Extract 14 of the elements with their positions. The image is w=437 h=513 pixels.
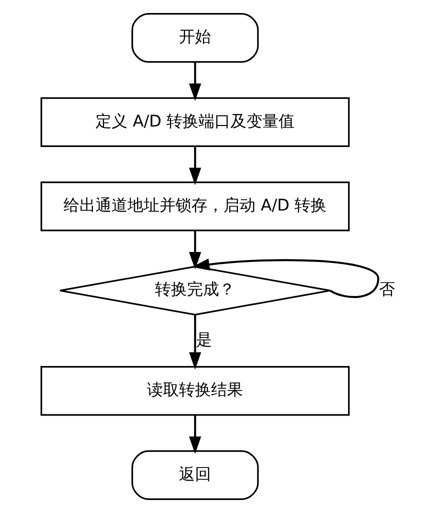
arrow — [189, 62, 202, 101]
node-box: 定义 A/D 转换端口及变量值 — [40, 97, 350, 147]
arrow — [192, 258, 380, 298]
node-box: 读取转换结果 — [40, 366, 350, 416]
node-box: 返回 — [131, 450, 259, 500]
edge-label: 否 — [378, 280, 395, 299]
node-diamond: 转换完成？ — [59, 266, 331, 316]
arrow — [189, 146, 202, 186]
arrow — [189, 315, 202, 370]
arrow — [189, 230, 202, 270]
arrow — [189, 415, 202, 454]
node-box: 给出通道地址并锁存，启动 A/D 转换 — [40, 182, 350, 232]
edge-label: 是 — [196, 330, 212, 349]
node-box: 开始 — [131, 13, 259, 63]
